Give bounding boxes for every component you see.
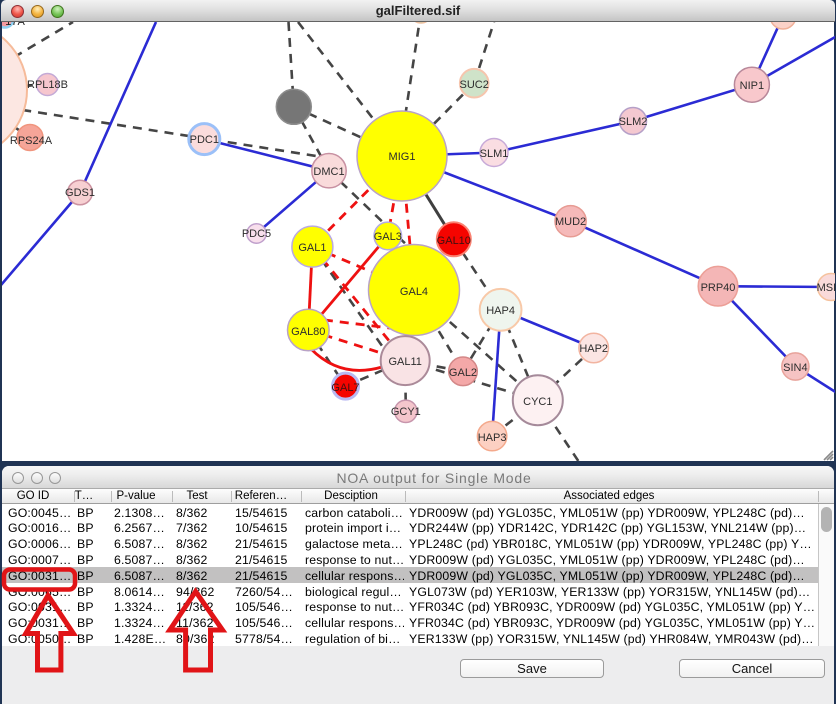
svg-text:GAL80: GAL80 xyxy=(291,326,325,338)
svg-text:HAP3: HAP3 xyxy=(477,432,506,444)
svg-text:GAL3: GAL3 xyxy=(373,231,401,243)
svg-text:GAL11: GAL11 xyxy=(388,356,421,368)
svg-text:PDC5: PDC5 xyxy=(241,228,270,240)
svg-text:SIN4: SIN4 xyxy=(783,362,807,374)
svg-text:PDC1: PDC1 xyxy=(189,134,218,146)
svg-text:SLM1: SLM1 xyxy=(479,148,508,160)
svg-text:GAL4: GAL4 xyxy=(399,286,427,298)
svg-text:SLM2: SLM2 xyxy=(618,116,647,128)
svg-text:MSL1: MSL1 xyxy=(816,282,834,294)
svg-text:GAL1: GAL1 xyxy=(298,242,326,254)
svg-text:GAL10: GAL10 xyxy=(436,235,470,247)
svg-text:MUD2: MUD2 xyxy=(555,216,586,228)
svg-text:GDS1: GDS1 xyxy=(65,187,95,199)
svg-text:GCY1: GCY1 xyxy=(390,406,420,418)
svg-text:NIP1: NIP1 xyxy=(739,80,763,92)
svg-text:RPS24A: RPS24A xyxy=(9,135,52,147)
svg-text:GAL2: GAL2 xyxy=(448,367,476,379)
svg-text:MIG1: MIG1 xyxy=(388,151,415,163)
svg-text:DMC1: DMC1 xyxy=(313,166,344,178)
svg-text:PRP40: PRP40 xyxy=(700,282,735,294)
svg-text:17A: 17A xyxy=(5,22,25,28)
svg-text:HAP4: HAP4 xyxy=(486,305,515,317)
svg-text:SUC2: SUC2 xyxy=(459,79,488,91)
svg-text:RPL18B: RPL18B xyxy=(27,79,68,91)
svg-text:GAL7: GAL7 xyxy=(331,382,359,394)
svg-text:CYC1: CYC1 xyxy=(523,396,552,408)
svg-text:HAP2: HAP2 xyxy=(579,343,608,355)
